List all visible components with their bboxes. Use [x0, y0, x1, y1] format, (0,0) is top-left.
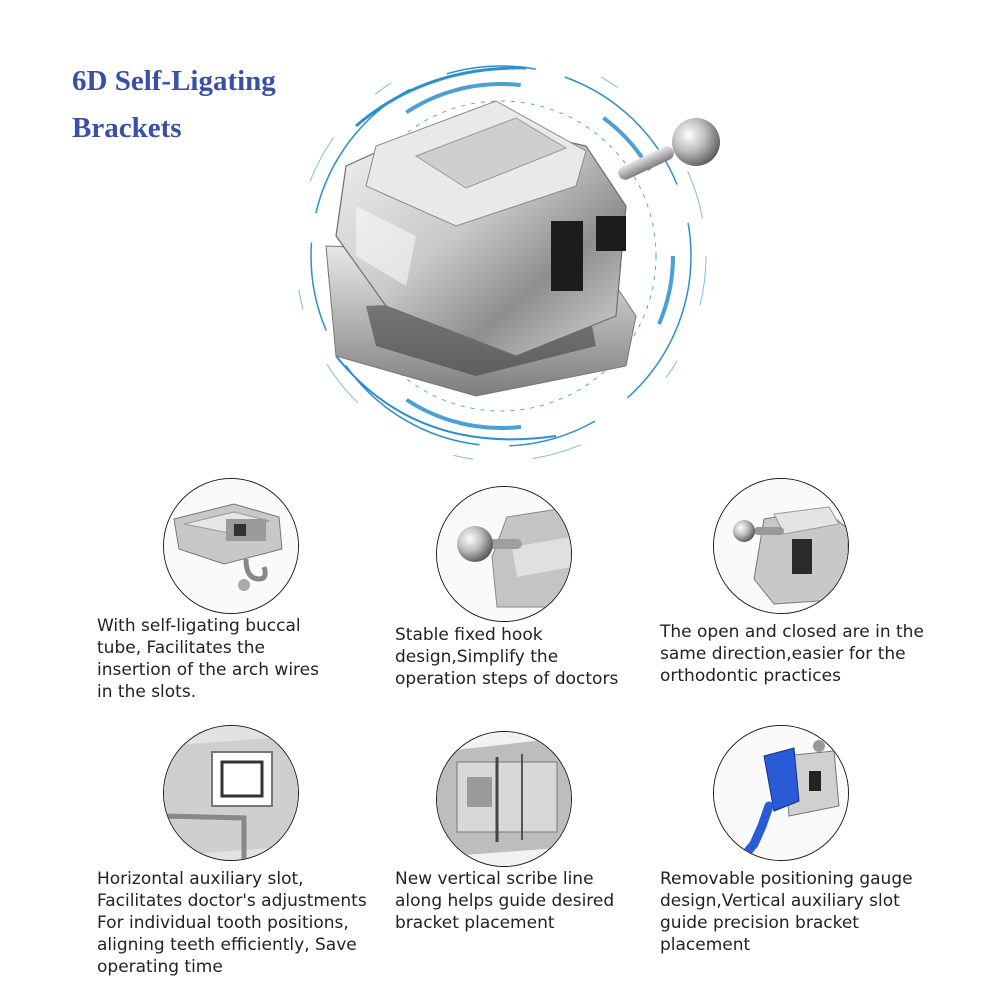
feature-caption-buccal-tube: With self-ligating buccal tube, Facilita… — [97, 616, 319, 702]
feature-caption-auxiliary-slot: Horizontal auxiliary slot, Facilitates d… — [97, 869, 367, 977]
feature-caption-scribe-line: New vertical scribe line along helps gui… — [395, 869, 615, 933]
title-line-2: Brackets — [72, 112, 182, 144]
feature-image-fixed-hook — [436, 486, 572, 622]
feature-image-buccal-tube — [163, 478, 299, 614]
feature-image-door-direction — [713, 478, 849, 614]
hero-bracket-image — [295, 50, 736, 476]
feature-caption-door-direction: The open and closed are in the same dire… — [660, 622, 924, 686]
feature-caption-fixed-hook: Stable fixed hook design,Simplify the op… — [395, 625, 619, 689]
page-title: 6D Self-Ligating Brackets — [72, 58, 276, 152]
feature-image-scribe-line — [436, 731, 572, 867]
feature-image-auxiliary-slot — [163, 725, 299, 861]
feature-image-positioning-gauge — [713, 725, 849, 861]
title-line-1: 6D Self-Ligating — [72, 65, 276, 97]
feature-caption-positioning-gauge: Removable positioning gauge design,Verti… — [660, 869, 913, 955]
